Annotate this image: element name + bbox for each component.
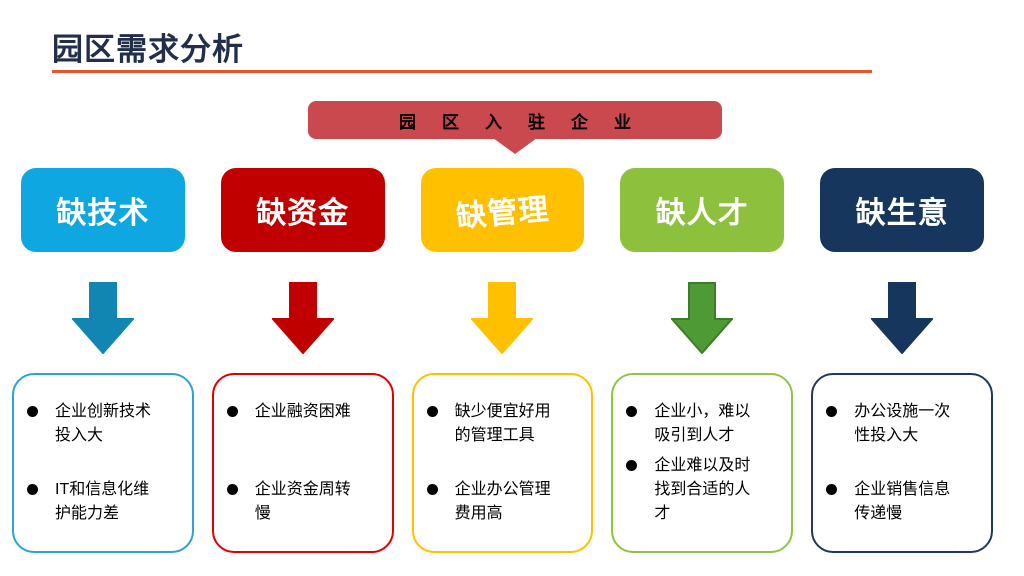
bullet-text: 办公设施一次性投入大 — [854, 403, 951, 444]
down-arrow-shape — [271, 282, 334, 354]
page-title: 园区需求分析 — [52, 32, 244, 67]
bullet-icon — [826, 406, 838, 417]
bullet-icon — [826, 484, 838, 495]
detail-card-management: 缺少便宜好用的管理工具 企业办公管理费用高 — [411, 373, 594, 553]
bullet-icon — [626, 460, 638, 471]
bullet-item: 企业办公管理费用高 — [426, 478, 584, 526]
bullet-icon — [426, 484, 438, 495]
column-tech: 缺技术 企业创新技术投入大 IT和信息化维护能力差 — [12, 168, 194, 553]
category-box-talent: 缺人才 — [620, 168, 785, 252]
banner-pointer-icon — [493, 138, 537, 154]
detail-card-talent: 企业小，难以吸引到人才 企业难以及时找到合适的人才 — [611, 373, 794, 553]
down-arrow-icon — [671, 282, 734, 354]
category-columns: 缺技术 企业创新技术投入大 IT和信息化维护能力差 缺资金 — [12, 168, 993, 553]
bullet-item: IT和信息化维护能力差 — [27, 478, 184, 526]
bullet-item: 企业创新技术投入大 — [27, 400, 184, 448]
bullet-text: 企业销售信息传递慢 — [854, 481, 951, 522]
bullet-icon — [626, 406, 638, 417]
title-underline — [52, 70, 872, 73]
bullet-text: 企业融资困难 — [254, 403, 351, 420]
down-arrow-shape — [671, 282, 734, 354]
column-funding: 缺资金 企业融资困难 企业资金周转慢 — [211, 168, 394, 553]
category-label: 缺资金 — [256, 197, 350, 230]
bullet-icon — [426, 406, 438, 417]
detail-card-tech: 企业创新技术投入大 IT和信息化维护能力差 — [12, 373, 194, 553]
column-talent: 缺人才 企业小，难以吸引到人才 企业难以及时找到合适的人才 — [611, 168, 794, 553]
bullet-text: 缺少便宜好用的管理工具 — [454, 403, 551, 444]
category-box-tech: 缺技术 — [21, 168, 185, 252]
down-arrow-icon — [271, 282, 334, 354]
bullet-text: 企业难以及时找到合适的人才 — [654, 457, 751, 522]
column-management: 缺管理 缺少便宜好用的管理工具 企业办公管理费用高 — [411, 168, 594, 553]
bullet-icon — [27, 484, 38, 495]
down-arrow-shape — [871, 282, 934, 354]
down-arrow-shape — [71, 282, 134, 354]
down-arrow-icon — [871, 282, 934, 354]
category-box-management: 缺管理 — [420, 168, 585, 252]
bullet-text: 企业创新技术投入大 — [55, 403, 152, 444]
bullet-item: 企业销售信息传递慢 — [826, 478, 983, 526]
category-label: 缺生意 — [855, 197, 949, 230]
bullet-icon — [226, 484, 238, 495]
down-arrow-icon — [471, 282, 534, 354]
down-arrow-icon — [71, 282, 134, 354]
down-arrow-shape — [471, 282, 534, 354]
bullet-text: 企业小，难以吸引到人才 — [654, 403, 751, 444]
bullet-text: 企业资金周转慢 — [254, 481, 351, 522]
column-business: 缺生意 办公设施一次性投入大 企业销售信息传递慢 — [811, 168, 993, 553]
bullet-item: 企业小，难以吸引到人才 — [626, 400, 783, 448]
category-label: 缺人才 — [655, 197, 749, 230]
bullet-icon — [226, 406, 238, 417]
bullet-item: 缺少便宜好用的管理工具 — [426, 400, 584, 448]
bullet-text: IT和信息化维护能力差 — [55, 481, 150, 522]
bullet-item: 办公设施一次性投入大 — [826, 400, 983, 448]
bullet-item: 企业资金周转慢 — [226, 478, 384, 526]
bullet-icon — [27, 406, 38, 417]
bullet-item: 企业融资困难 — [226, 400, 384, 424]
category-box-funding: 缺资金 — [220, 168, 385, 252]
detail-card-business: 办公设施一次性投入大 企业销售信息传递慢 — [811, 373, 993, 553]
banner-label: 园区入驻企业 — [399, 112, 657, 132]
banner-box: 园区入驻企业 — [308, 101, 722, 139]
category-label: 缺技术 — [56, 197, 150, 230]
bullet-text: 企业办公管理费用高 — [454, 481, 551, 522]
detail-card-funding: 企业融资困难 企业资金周转慢 — [211, 373, 394, 553]
category-label: 缺管理 — [455, 192, 551, 234]
category-box-business: 缺生意 — [820, 168, 984, 252]
bullet-item: 企业难以及时找到合适的人才 — [626, 454, 783, 526]
